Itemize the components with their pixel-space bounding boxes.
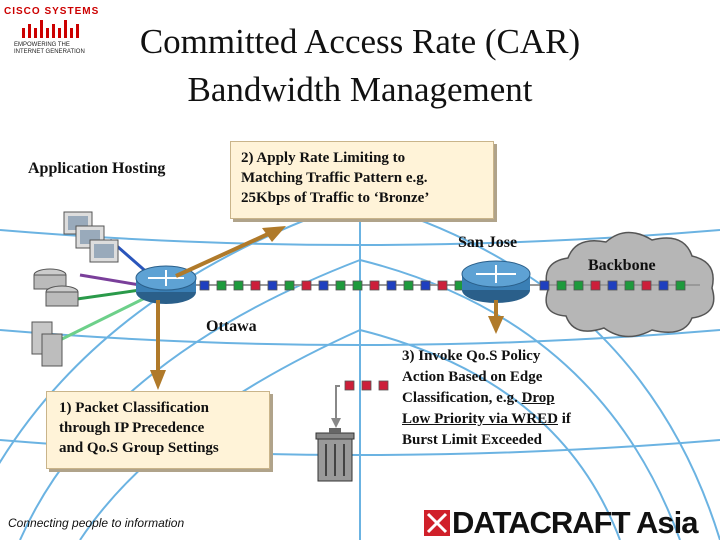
link-server-purple — [79, 273, 141, 287]
step2-line-2: Matching Traffic Pattern e.g. — [241, 170, 428, 186]
packet-square — [624, 280, 635, 291]
callout-step2: 2) Apply Rate Limiting to Matching Traff… — [230, 141, 494, 219]
step3-line-3a: Classification, e.g. — [402, 390, 518, 406]
step2-line-1: 2) Apply Rate Limiting to — [241, 150, 406, 166]
trash-bin-icon — [315, 428, 355, 482]
arrow-step1 — [150, 300, 166, 390]
server-tower-icons — [31, 321, 63, 367]
packet-square — [658, 280, 669, 291]
title-line-1: Committed Access Rate (CAR) — [139, 22, 581, 61]
arrow-step2 — [175, 226, 286, 278]
step3-line-1: 3) Invoke Qo.S Policy — [402, 348, 541, 364]
step1-line-2: through IP Precedence — [59, 420, 205, 436]
packet-square — [539, 280, 550, 291]
label-ottawa: Ottawa — [206, 318, 257, 335]
packet-square — [233, 280, 244, 291]
step3-drop-text: Drop — [521, 390, 555, 406]
packet-square — [250, 280, 261, 291]
title-line-2: Bandwidth Management — [187, 70, 533, 109]
packet-square — [369, 280, 380, 291]
dropped-packets — [331, 380, 389, 428]
packet-square — [437, 280, 448, 291]
step1-line-3: and Qo.S Group Settings — [59, 440, 219, 456]
packet-square — [335, 280, 346, 291]
footer-tagline: Connecting people to information — [8, 516, 185, 530]
storage-icons — [33, 268, 79, 307]
step3-line-5: Burst Limit Exceeded — [402, 432, 542, 448]
workstation-icons — [63, 211, 119, 263]
packet-square — [386, 280, 397, 291]
packet-square — [675, 280, 686, 291]
label-backbone: Backbone — [588, 257, 656, 274]
step3-line-2: Action Based on Edge — [402, 369, 543, 385]
packet-square — [641, 280, 652, 291]
packet-square — [301, 280, 312, 291]
step3-line-4b: if — [561, 411, 571, 427]
link-server-green2 — [59, 296, 146, 342]
cisco-tagline: EMPOWERING THE INTERNET GENERATION — [14, 42, 85, 55]
step3-line-4: Low Priority via WRED if — [402, 409, 642, 430]
packet-square — [284, 280, 295, 291]
callout-step1: 1) Packet Classification through IP Prec… — [46, 391, 270, 469]
datacraft-logo-icon — [424, 510, 450, 536]
packet-square — [590, 280, 601, 291]
router-sanjose-icon — [461, 260, 531, 303]
packet-square — [352, 280, 363, 291]
step3-line-3: Classification, e.g. Drop — [402, 388, 642, 409]
packet-square — [318, 280, 329, 291]
packet-square — [199, 280, 210, 291]
packet-square — [556, 280, 567, 291]
packet-square — [267, 280, 278, 291]
cisco-logo: CISCO SYSTEMS EMPOWERING THE INTERNET GE… — [2, 2, 102, 60]
callout-step3: 3) Invoke Qo.S Policy Action Based on Ed… — [402, 346, 642, 451]
packet-square — [420, 280, 431, 291]
datacraft-brand: DATACRAFT Asia — [452, 505, 698, 540]
step2-line-3: 25Kbps of Traffic to ‘Bronze’ — [241, 190, 430, 206]
cisco-wordmark: CISCO SYSTEMS — [4, 6, 100, 17]
packet-square — [216, 280, 227, 291]
packet-square — [607, 280, 618, 291]
cisco-bridge-icon — [22, 20, 79, 38]
label-application-hosting: Application Hosting — [28, 160, 166, 177]
packet-square — [403, 280, 414, 291]
label-san-jose: San Jose — [458, 234, 518, 251]
packet-square — [573, 280, 584, 291]
step1-line-1: 1) Packet Classification — [59, 400, 209, 416]
step3-wred-text: Low Priority via WRED — [402, 411, 558, 427]
arrow-step3 — [488, 300, 504, 334]
link-server-green1 — [69, 288, 141, 302]
slide-title: Committed Access Rate (CAR) Bandwidth Ma… — [100, 18, 620, 114]
packet-stream — [199, 280, 686, 291]
